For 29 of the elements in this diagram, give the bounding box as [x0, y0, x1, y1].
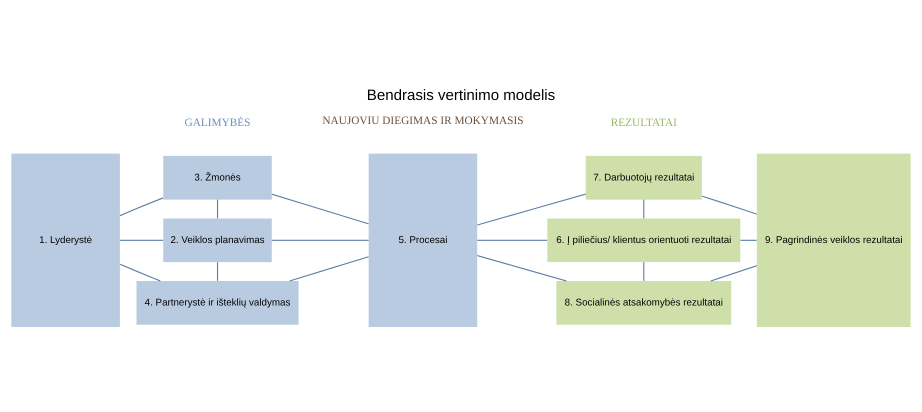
connector	[120, 240, 164, 241]
connector	[120, 264, 160, 282]
connector	[643, 200, 644, 218]
label: NAUJOVIU DIEGIMAS IR MOKYMASIS	[322, 114, 524, 127]
node-box: 4. Partnerystė ir išteklių valdymas	[136, 281, 299, 325]
node-box: 7. Darbuotojų rezultatai	[586, 156, 702, 200]
connector	[477, 240, 548, 241]
connector	[740, 240, 757, 241]
node-box: 9. Pagrindinės veiklos rezultatai	[756, 154, 911, 327]
label: REZULTATAI	[610, 117, 677, 130]
diagram-title: Bendrasis vertinimo modelis	[366, 87, 556, 104]
connector	[643, 262, 644, 281]
node-box: 1. Lyderystė	[11, 154, 120, 327]
node-box: 3. Žmonės	[163, 156, 272, 200]
connector	[272, 240, 369, 241]
connector	[477, 194, 586, 226]
node-box: 8. Socialinės atsakomybės rezultatai	[556, 281, 732, 325]
connector	[216, 262, 218, 281]
connector	[477, 255, 566, 282]
connector	[702, 196, 757, 215]
node-box: 5. Procesai	[368, 154, 478, 327]
connector	[216, 200, 218, 218]
node-box: 2. Veiklos planavimas	[163, 218, 272, 262]
node-box: 6. Į piliečius/ klientus orientuoti rezultatai	[547, 218, 740, 262]
connector	[710, 265, 758, 282]
connector	[289, 256, 369, 282]
connector	[272, 194, 369, 224]
connector	[120, 197, 164, 216]
label: GALIMYBĖS	[184, 117, 250, 130]
